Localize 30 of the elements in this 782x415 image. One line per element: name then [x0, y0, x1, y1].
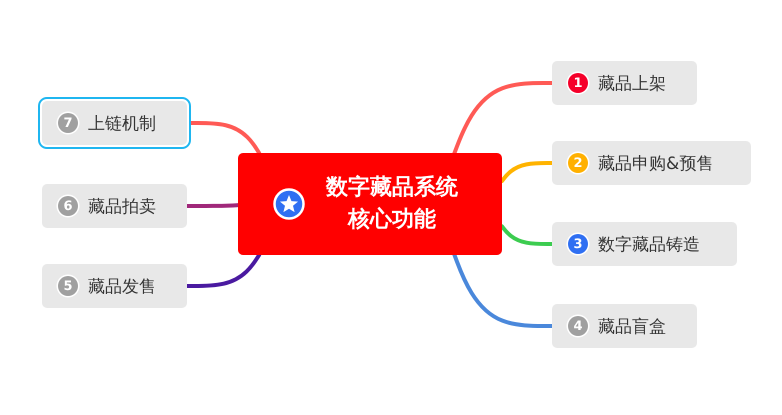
topic-label: 藏品发售 [88, 276, 156, 298]
branch-connector [185, 253, 262, 288]
number-badge: 4 [568, 316, 588, 336]
topic-box [552, 61, 697, 105]
topic-label: 数字藏品铸造 [598, 234, 700, 256]
branch-connector [452, 81, 554, 155]
number-badge: 3 [568, 234, 588, 254]
number-badge: 5 [58, 276, 78, 296]
branch-connector [189, 121, 262, 155]
central-topic-label: 数字藏品系统核心功能 [324, 174, 459, 234]
topic-label: 藏品拍卖 [88, 196, 156, 218]
branch-connector [500, 161, 554, 184]
topic-label: 藏品盲盒 [598, 316, 666, 338]
topic-box [552, 141, 751, 185]
topic-label: 藏品申购&预售 [598, 152, 714, 174]
branch-connector [500, 224, 554, 246]
topic-box [552, 304, 697, 348]
number-badge: 7 [58, 113, 78, 133]
topic-box [42, 184, 187, 228]
branch-connector [185, 203, 240, 208]
topic-label: 上链机制 [88, 112, 156, 134]
topic-box [42, 264, 187, 308]
branch-connector [452, 253, 554, 328]
number-badge: 6 [58, 196, 78, 216]
number-badge: 2 [568, 153, 588, 173]
central-topic-box [238, 153, 502, 255]
topic-label: 藏品上架 [598, 72, 666, 94]
topic-box [552, 222, 737, 266]
topic-box [42, 101, 187, 145]
number-badge: 1 [568, 73, 588, 93]
